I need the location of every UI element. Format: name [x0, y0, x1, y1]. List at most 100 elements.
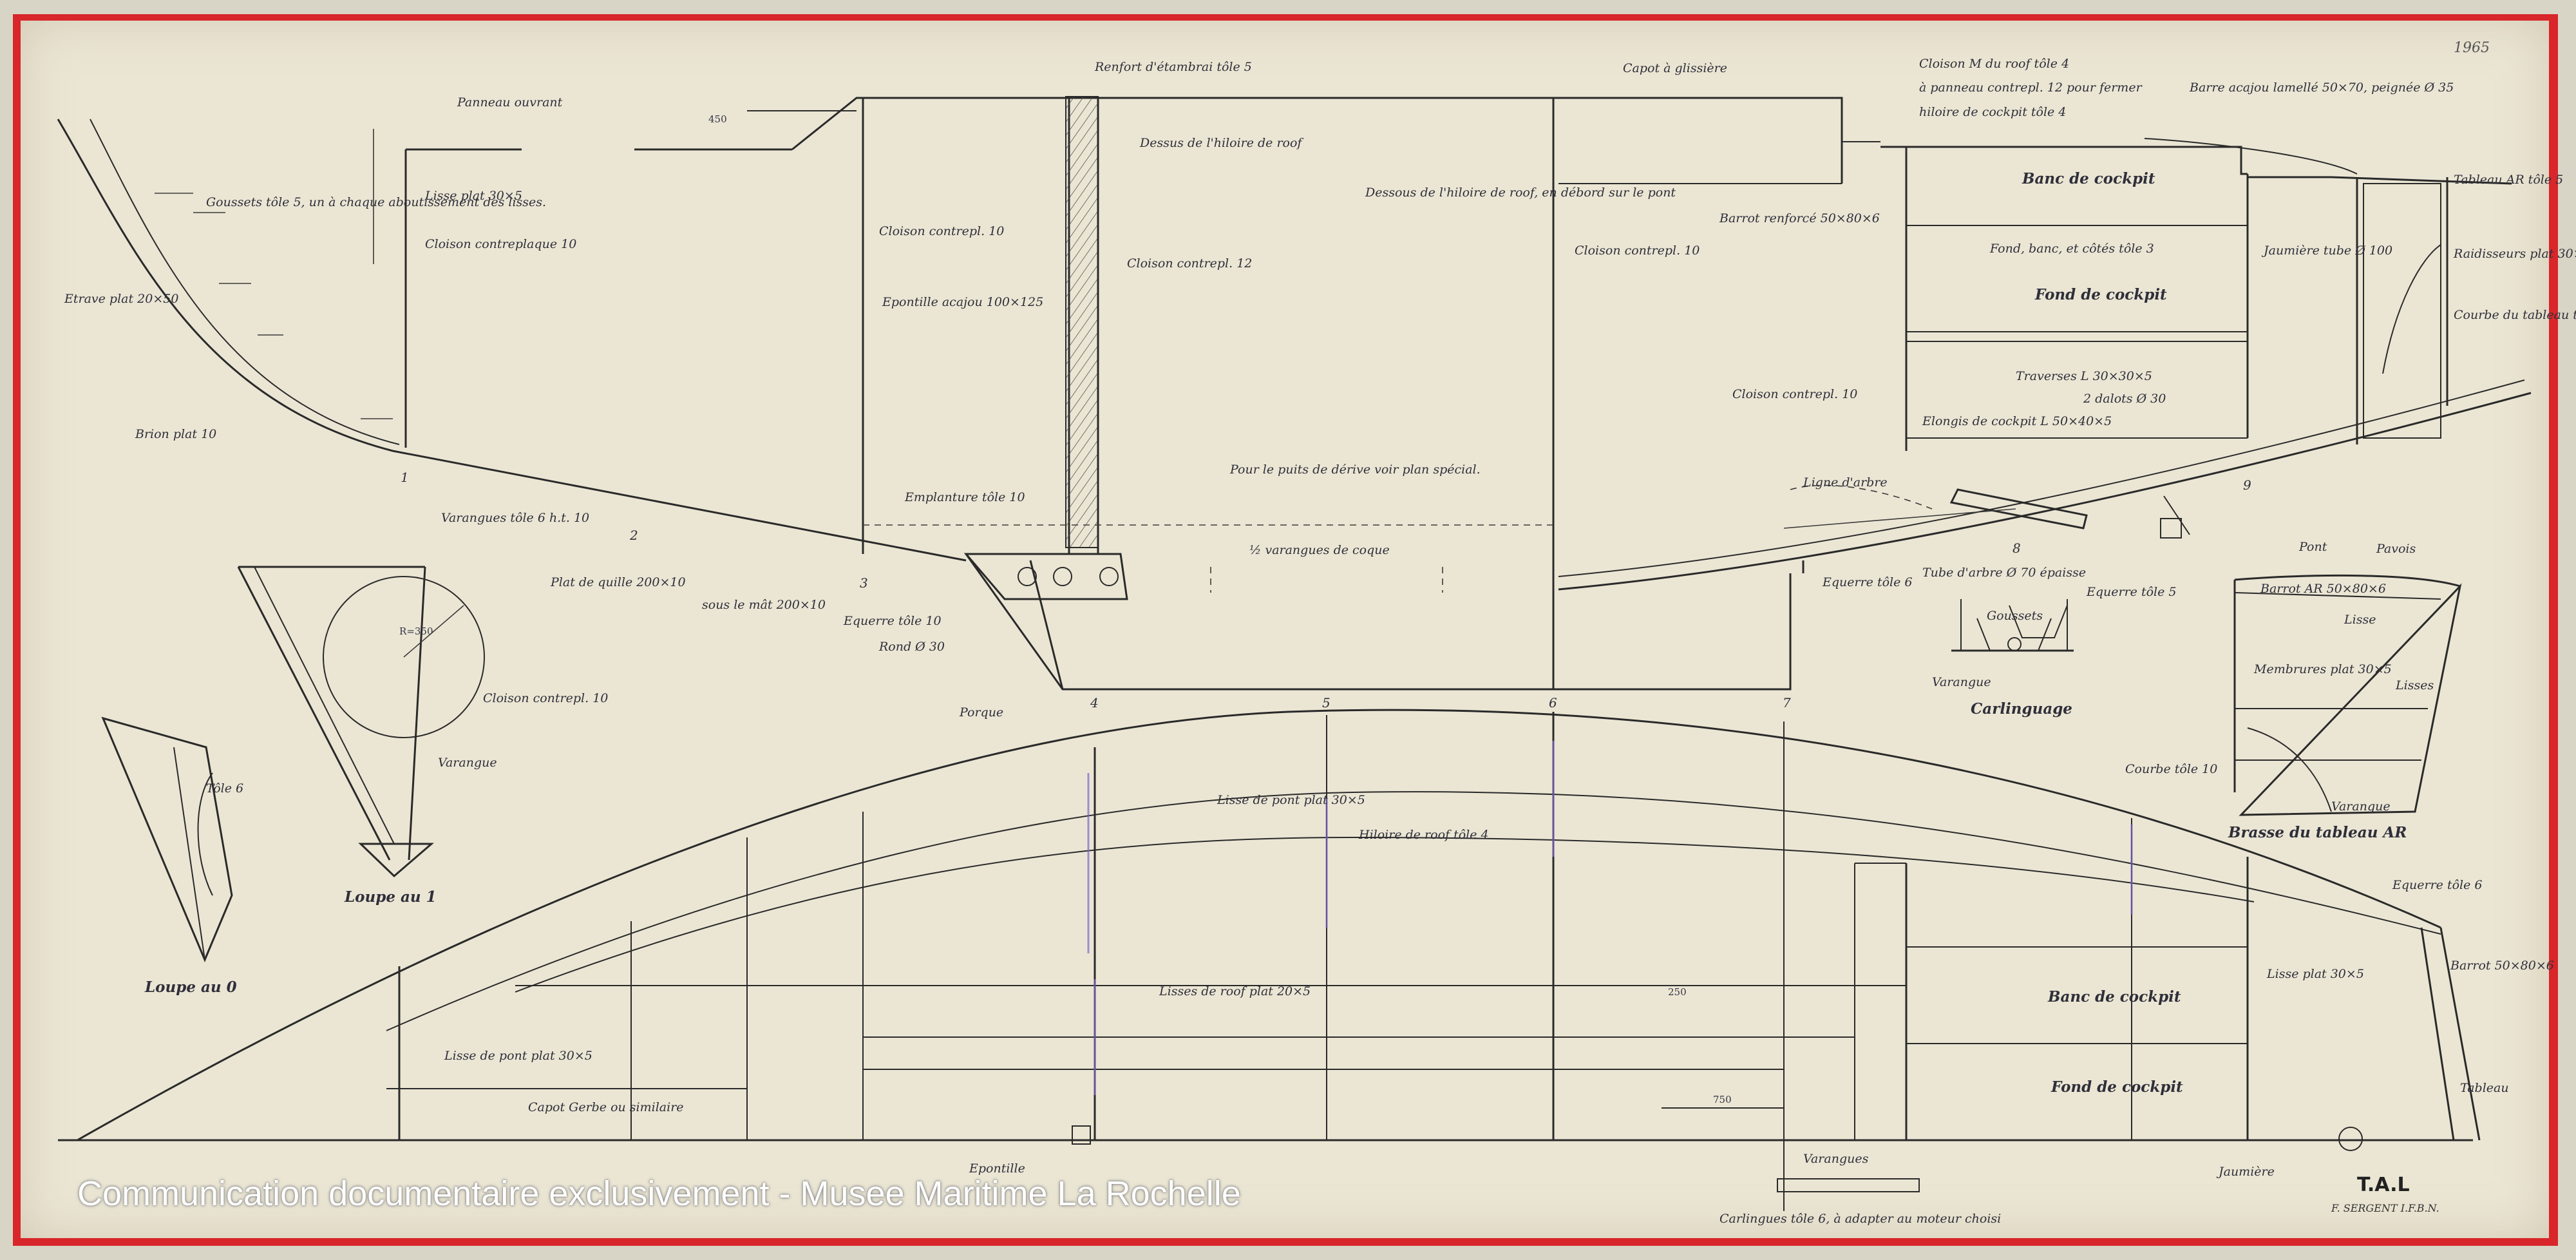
label-dessus-hiloire: Dessus de l'hiloire de roof	[1139, 136, 1303, 150]
label-varangue-r: Varangue	[2331, 799, 2391, 814]
label-panneau-contrepl: à panneau contrepl. 12 pour fermer	[1919, 81, 2143, 95]
footer-watermark: Communication documentaire exclusivement…	[77, 1174, 1241, 1213]
label-pont: Pont	[2298, 540, 2327, 554]
detail-section-loupe-1	[237, 566, 485, 878]
label-brion-plat: Brion plat 10	[135, 427, 216, 441]
label-hiloire-cockpit: hiloire de cockpit tôle 4	[1919, 105, 2066, 119]
label-lisses: Lisses	[2395, 678, 2434, 692]
label-equerre-tole-10: Equerre tôle 10	[843, 614, 942, 628]
label-tole-6: Tôle 6	[206, 781, 243, 796]
label-ligne-arbre: Ligne d'arbre	[1803, 475, 1888, 490]
label-fond-cockpit-2: Fond de cockpit	[2050, 1078, 2183, 1096]
section-number-7: 7	[1783, 695, 1791, 711]
label-renfort-etambrai: Renfort d'étambrai tôle 5	[1094, 60, 1252, 74]
section-number-6: 6	[1549, 695, 1557, 711]
label-varangues-b: Varangues	[1803, 1152, 1869, 1166]
label-jaumiere: Jaumière tube Ø 100	[2261, 243, 2392, 258]
label-dim-250: 250	[1668, 986, 1687, 998]
label-lisses-roof: Lisses de roof plat 20×5	[1159, 984, 1311, 998]
section-number-9: 9	[2243, 477, 2251, 493]
label-cloison-contrepl-10-d: Cloison contrepl. 10	[483, 691, 608, 705]
label-equerre-tole-5: Equerre tôle 5	[2086, 585, 2177, 599]
detail-brasse-tableau	[2233, 574, 2462, 816]
frame-top	[13, 14, 2558, 21]
label-cloison-contrepl-10-b: Cloison contrepl. 10	[1575, 243, 1700, 258]
label-banc-cockpit-2: Banc de cockpit	[2047, 988, 2181, 1006]
label-carlingues: Carlingues tôle 6, à adapter au moteur c…	[1719, 1212, 2001, 1226]
label-lisse-plat: Lisse plat 30×5	[424, 189, 522, 203]
section-numbers: 1 2 3 4 5 6 7 8 9	[401, 470, 2251, 711]
label-brasse-tableau: Brasse du tableau AR	[2228, 824, 2407, 841]
label-cloison-contreplaque-10: Cloison contreplaque 10	[425, 237, 576, 251]
label-loupe-0: Loupe au 0	[144, 978, 237, 996]
label-equerre-tole-6: Equerre tôle 6	[1822, 575, 1913, 589]
label-tableau-ar: Tableau AR tôle 5	[2454, 173, 2563, 187]
label-cloison-m-roof: Cloison M du roof tôle 4	[1919, 57, 2069, 71]
label-lisse-r: Lisse	[2344, 613, 2376, 627]
label-carlinguage: Carlinguage	[1971, 700, 2072, 718]
frame-left	[13, 14, 21, 1246]
label-capot-glissiere: Capot à glissière	[1623, 61, 1727, 75]
label-raidisseurs: Raidisseurs plat 30×5	[2453, 247, 2576, 261]
label-dim-450: 450	[708, 113, 727, 125]
label-lisse-plat-r: Lisse plat 30×5	[2266, 967, 2364, 981]
section-number-1: 1	[401, 470, 409, 485]
annotations: Panneau ouvrant Renfort d'étambrai tôle …	[64, 57, 2576, 1226]
label-courbe-tole-10: Courbe tôle 10	[2125, 762, 2217, 776]
label-varangue-small: Varangue	[1932, 675, 1991, 689]
label-dalots: 2 dalots Ø 30	[2083, 392, 2166, 406]
label-puits-derive: Pour le puits de dérive voir plan spécia…	[1229, 463, 1481, 477]
frame-bottom	[13, 1238, 2558, 1246]
label-cloison-contrepl-12: Cloison contrepl. 12	[1127, 256, 1252, 271]
label-varangues-coque: ½ varangues de coque	[1249, 543, 1390, 557]
label-etrave-plat: Etrave plat 20×50	[64, 292, 178, 306]
label-loupe-1: Loupe au 1	[344, 888, 437, 906]
label-barrot-renforce: Barrot renforcé 50×80×6	[1719, 211, 1880, 225]
label-fond-banc-cotes: Fond, banc, et côtés tôle 3	[1989, 242, 2154, 256]
label-varangue: Varangue	[438, 756, 497, 770]
drawing-code: 1965	[2454, 40, 2490, 56]
label-banc-cockpit: Banc de cockpit	[2022, 170, 2155, 187]
label-fond-cockpit: Fond de cockpit	[2034, 286, 2167, 303]
label-epontille-acajou: Epontille acajou 100×125	[882, 295, 1043, 309]
label-capot-gerbe: Capot Gerbe ou similaire	[528, 1100, 684, 1114]
label-courbe-tableau: Courbe du tableau tôle 10	[2454, 308, 2576, 322]
label-emplanture: Emplanture tôle 10	[904, 490, 1025, 504]
label-jaumiere-2: Jaumière	[2216, 1165, 2275, 1179]
label-rond-30: Rond Ø 30	[878, 640, 945, 654]
label-cloison-contrepl-10-c: Cloison contrepl. 10	[1732, 387, 1857, 401]
label-dim-750: 750	[1713, 1094, 1732, 1105]
label-cloison-contrepl-10-a: Cloison contrepl. 10	[879, 224, 1004, 238]
label-lisse-pont: Lisse de pont plat 30×5	[1217, 793, 1365, 807]
section-number-8: 8	[2012, 540, 2021, 556]
label-pavois: Pavois	[2376, 542, 2416, 556]
label-membrures: Membrures plat 30×5	[2253, 662, 2392, 676]
detail-loupe-0	[101, 716, 233, 962]
label-epontille: Epontille	[969, 1161, 1025, 1176]
label-traverses: Traverses L 30×30×5	[2016, 369, 2152, 383]
label-sous-mat: sous le mât 200×10	[702, 598, 826, 612]
label-panneau-ouvrant: Panneau ouvrant	[457, 95, 563, 110]
label-porque: Porque	[959, 705, 1003, 720]
label-dessous-hiloire: Dessous de l'hiloire de roof, en débord …	[1365, 186, 1676, 200]
label-barrot-r: Barrot 50×80×6	[2450, 959, 2554, 973]
label-dim-r: R=350	[399, 625, 433, 637]
section-number-4: 4	[1090, 695, 1099, 711]
frame-right	[2549, 14, 2558, 1246]
section-number-5: 5	[1322, 695, 1331, 711]
label-hiloire-roof: Hiloire de roof tôle 4	[1358, 828, 1489, 842]
plan-view	[58, 709, 2481, 1211]
label-goussets: Goussets tôle 5, un à chaque aboutisseme…	[206, 195, 546, 209]
profile-view	[57, 96, 2532, 691]
signature-mark: T.A.L	[2357, 1174, 2410, 1196]
label-barre-acajou: Barre acajou lamellé 50×70, peignée Ø 35	[2189, 81, 2454, 95]
detail-carlinguage	[1951, 599, 2074, 652]
label-varangues-tole: Varangues tôle 6 h.t. 10	[441, 511, 589, 525]
label-tableau: Tableau	[2460, 1081, 2509, 1095]
section-number-3: 3	[860, 575, 868, 591]
signer: F. SERGENT I.F.B.N.	[2331, 1202, 2439, 1214]
label-goussets-small: Goussets	[1987, 609, 2043, 623]
label-elongis-cockpit: Elongis de cockpit L 50×40×5	[1922, 414, 2112, 428]
